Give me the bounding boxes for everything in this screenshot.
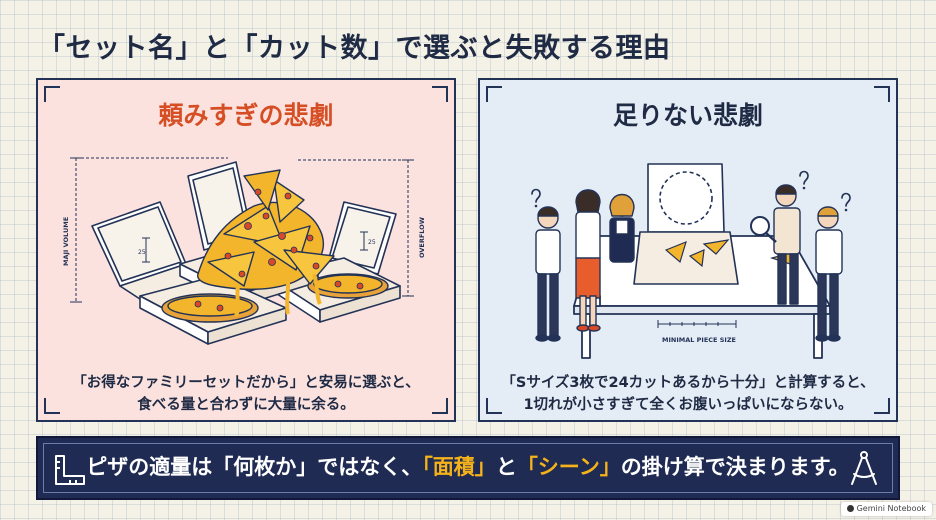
gemini-notebook-badge: Gemini Notebook — [840, 502, 932, 516]
caption-line: 食べる量と合わずに大量に余る。 — [137, 397, 355, 413]
person-thinking-left — [535, 206, 561, 342]
volume-dimension-line — [70, 157, 228, 303]
height-marker-right-label: 25 — [368, 239, 376, 246]
person-woman-middle — [609, 193, 635, 263]
volume-label: MAJI VOLUME — [62, 217, 70, 266]
small-pizza-table-illustration: MINIMAL PIECE SIZE — [531, 163, 851, 359]
corner-mark — [486, 86, 502, 102]
height-marker-left-label: 25 — [138, 249, 146, 256]
conclusion-part: の掛け算で決まります。 — [620, 455, 850, 479]
caption-line: 1切れが小さすぎて全くお腹いっぱいにならない。 — [523, 397, 853, 413]
caption-not-enough: 「Sサイズ3枚で24カットあるから十分」と計算すると、 1切れが小さすぎて全くお… — [488, 372, 888, 416]
ruler-icon — [55, 455, 85, 485]
caption-too-much: 「お得なファミリーセットだから」と安易に選ぶと、 食べる量と合わずに大量に余る。 — [46, 372, 446, 416]
height-marker-right — [360, 231, 368, 251]
panel-heading-too-much: 頼みすぎの悲劇 — [158, 101, 334, 130]
caption-line: 「Sサイズ3枚で24カットあるから十分」と計算すると、 — [501, 375, 875, 391]
person-thinking-right — [815, 206, 843, 342]
highlight-area: 「面積」 — [422, 455, 496, 479]
pepperoni-toppings — [194, 188, 364, 312]
person-man-magnifier — [750, 184, 801, 305]
corner-mark — [432, 398, 448, 414]
panel-too-much: 頼みすぎの悲劇 MAJI VOLUME OVERFLOW — [36, 78, 456, 422]
piece-size-label: MINIMAL PIECE SIZE — [662, 336, 736, 344]
watermark-label: Gemini Notebook — [856, 504, 926, 513]
corner-mark — [486, 398, 502, 414]
pizza-overflow-illustration: MAJI VOLUME OVERFLOW — [62, 157, 426, 345]
panel-not-enough: 足りない悲劇 MINI — [478, 78, 898, 422]
corner-mark — [44, 86, 60, 102]
highlight-scene: 「シーン」 — [516, 455, 621, 479]
conclusion-text: ピザの適量は「何枚か」ではなく、「面積」と「シーン」の掛け算で決まります。 — [38, 451, 898, 481]
piece-size-ruler — [657, 320, 737, 328]
corner-mark — [874, 86, 890, 102]
notebook-icon — [846, 505, 854, 512]
banner-frame — [43, 443, 893, 493]
overflow-dimension-line — [298, 159, 414, 297]
question-mark-icons — [531, 170, 851, 207]
corner-mark — [874, 398, 890, 414]
page-title: 「セット名」と「カット数」で選ぶと失敗する理由 — [38, 33, 671, 64]
corner-mark — [432, 86, 448, 102]
question-mark-dots — [534, 186, 848, 212]
panel-heading-not-enough: 足りない悲劇 — [612, 101, 763, 130]
corner-mark — [44, 398, 60, 414]
caption-line: 「お得なファミリーセットだから」と安易に選ぶと、 — [72, 375, 420, 391]
small-pizza-box — [633, 163, 739, 285]
overflow-label: OVERFLOW — [418, 217, 426, 258]
pizza-pile — [161, 169, 389, 323]
conclusion-part: ピザの適量は「何枚か」ではなく、 — [86, 455, 423, 479]
conclusion-part: と — [495, 455, 517, 479]
person-woman-left — [575, 189, 601, 332]
height-marker-left — [142, 237, 150, 263]
conclusion-banner: ピザの適量は「何枚か」ではなく、「面積」と「シーン」の掛け算で決まります。 — [36, 436, 900, 500]
compass-icon — [851, 451, 877, 485]
